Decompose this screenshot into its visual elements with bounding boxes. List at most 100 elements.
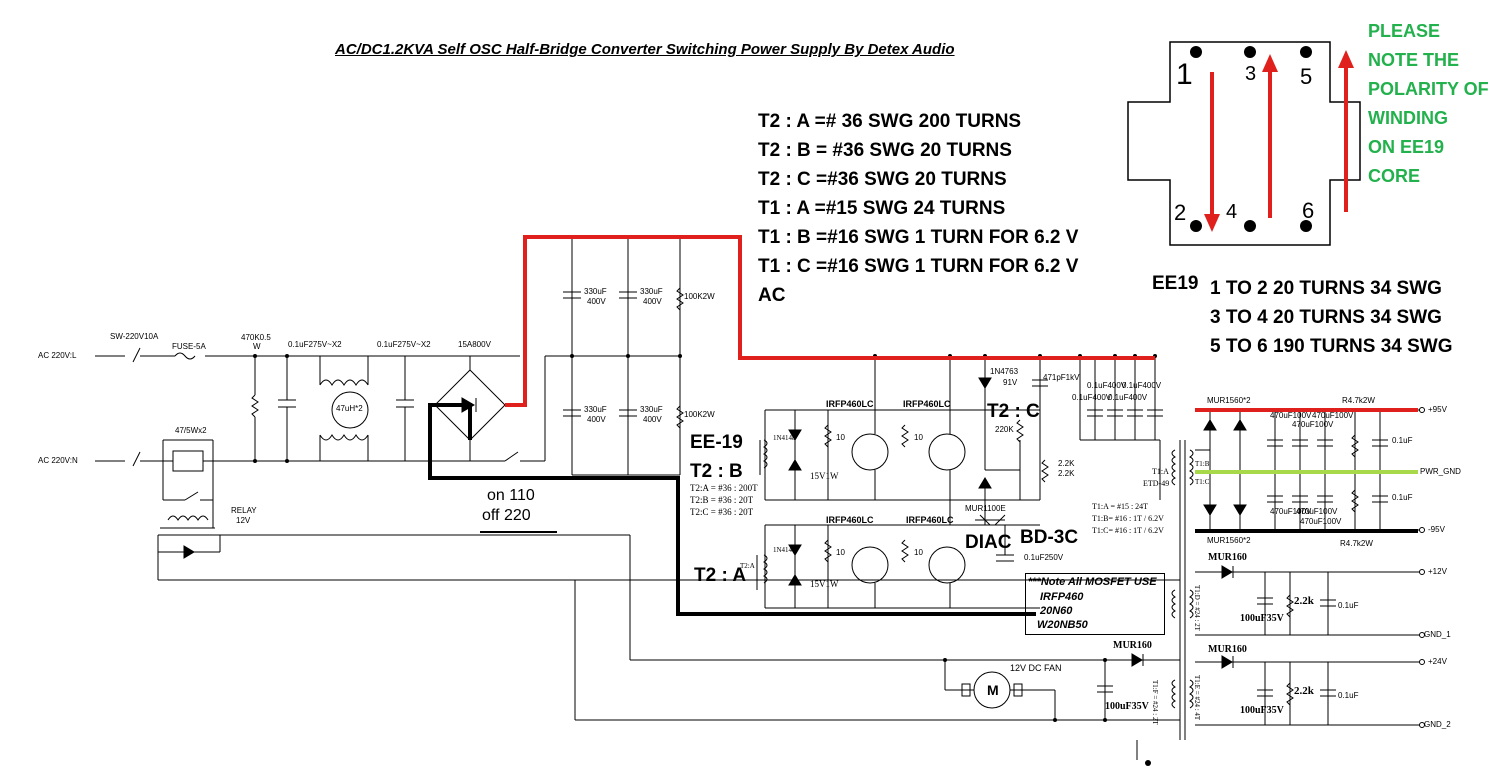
mosfet-label: IRFP460LC [906,515,954,525]
output-terminal-label: PWR_GND [1420,467,1461,476]
bulk-cap-label: 400V [643,297,662,306]
voltage-select-note: on 110 [487,487,535,504]
bleeder-label: R4.7k2W [1340,539,1373,548]
rectifier-label: MUR1560*2 [1207,396,1251,405]
output-cap-label: 0.1uF400V [1122,381,1162,390]
x-capacitor-label: 0.1uF275V~X2 [288,340,342,349]
core-pin-label: 5 [1300,64,1313,89]
ee19-winding-line: 1 TO 2 20 TURNS 34 SWG [1210,278,1442,299]
mosfet-note-line: W20NB50 [1037,619,1088,631]
fuse-label: FUSE-5A [172,342,206,351]
zener-label: 15V1W [810,579,839,589]
gate-resistor-label: 10 [836,548,845,557]
ac-line-label: AC 220V:L [38,351,77,360]
t1-core-label: ETD-49 [1143,479,1170,488]
gate-resistor-label: 10 [914,548,923,557]
ntc-label: 47/5Wx2 [175,426,207,435]
winding-spec-line: T2 : B = #36 SWG 20 TURNS [758,140,1012,161]
polarity-note: CORE [1368,166,1421,186]
winding-spec-line: T1 : B =#16 SWG 1 TURN FOR 6.2 V [758,227,1079,248]
hf-cap-label: 0.1uF [1392,436,1413,445]
mur1100-label: MUR1100E [965,504,1006,513]
bleeder-resistor-label: 470K0.5 [241,333,271,342]
diac-annotation: DIAC [965,532,1012,553]
bulk-resistor-label: 100K2W [684,410,715,419]
winding-spec-line: T1 : A =#15 SWG 24 TURNS [758,198,1006,219]
output-terminal-label: +95V [1428,405,1447,414]
relay-label: RELAY [231,506,257,515]
mosfet-label: IRFP460LC [903,399,951,409]
output-cap-label: 0.1uF400V [1072,393,1112,402]
t2a-annotation: T2 : A [694,565,747,586]
ee19-winding-line: 5 TO 6 190 TURNS 34 SWG [1210,336,1453,357]
t1-winding-note: T1:A = #15 : 24T [1092,502,1149,511]
winding-spec-line: T2 : A =# 36 SWG 200 TURNS [758,111,1022,132]
winding-spec-line: T2 : C =#36 SWG 20 TURNS [758,169,1007,190]
snubber-cap-label: 471pF1kV [1043,373,1080,382]
mosfet-label: IRFP460LC [826,515,874,525]
t2-winding-note: T2:B = #36 : 20T [690,495,754,505]
motor-symbol: M [987,682,999,698]
filter-cap-label: 470uF100V [1312,411,1354,420]
bulk-cap-label: 330uF [584,405,607,414]
polarity-note: WINDING [1368,108,1448,128]
bulk-cap-label: 400V [587,415,606,424]
winding-label: T1:B [1195,460,1210,468]
output-cap-label: 0.1uF400V [1108,393,1148,402]
mosfet-note-line: ***Note All MOSFET USE [1028,576,1157,588]
bridge-label: 15A800V [458,340,491,349]
polarity-note: ON EE19 [1368,137,1445,157]
fan-diode-label: MUR160 [1113,640,1152,651]
mosfet-label: IRFP460LC [826,399,874,409]
winding-spec-line: T1 : C =#16 SWG 1 TURN FOR 6.2 V [758,256,1079,277]
filter-cap-label: 470uF100V [1300,517,1342,526]
ac-neutral-label: AC 220V:N [38,456,78,465]
filter-cap-label: 470uF100V [1270,507,1312,516]
output-cap-label: 100uF35V [1240,705,1284,716]
t1-label: T1:A [1152,467,1169,476]
output-terminal-label: GND_1 [1424,630,1451,639]
core-pin-label: 2 [1174,200,1187,225]
t2-winding-note: T2:C = #36 : 20T [690,507,754,517]
winding-spec-line: AC [758,285,786,306]
ee19-annotation: EE-19 [690,432,743,453]
output-resistor-label: 2.2k [1294,685,1314,697]
startup-resistor-label: 220K [995,425,1014,434]
mosfet-note-line: 20N60 [1040,605,1073,617]
diagram-title: AC/DC1.2KVA Self OSC Half-Bridge Convert… [335,41,955,58]
t2c-annotation: T2 : C [987,401,1040,422]
aux-winding-label: T1:F = #24 : 2T [1151,680,1159,725]
bulk-cap-label: 400V [643,415,662,424]
zener-1n4763-label: 1N4763 [990,367,1019,376]
output-terminal-label: +12V [1428,567,1447,576]
diode-label: 1N4148 [773,434,796,442]
t1-winding-note: T1:B= #16 : 1T / 6.2V [1092,514,1164,523]
choke-label: 47uH*2 [336,404,363,413]
ee19-winding-line: 3 TO 4 20 TURNS 34 SWG [1210,307,1442,328]
gate-resistor-label: 10 [836,433,845,442]
output-cap-label: 100uF35V [1240,613,1284,624]
output-terminal-label: +24V [1428,657,1447,666]
voltage-select-note: off 220 [482,507,531,524]
output-hf-cap-label: 0.1uF [1338,691,1359,700]
bd3c-annotation: BD-3C [1020,527,1079,548]
polarity-note: NOTE THE [1368,50,1460,70]
core-pin-label: 6 [1302,198,1315,223]
winding-label: T1:C [1195,478,1210,486]
rectifier-label: MUR1560*2 [1207,536,1251,545]
gate-resistor-label: 10 [914,433,923,442]
filter-cap-label: 470uF100V [1270,411,1312,420]
output-resistor-label: 2.2k [1294,595,1314,607]
bulk-cap-label: 330uF [640,405,663,414]
diode-label: 1N4148 [773,546,796,554]
aux-winding-label: T1:D = #24 : 2T [1193,585,1201,631]
filter-cap-label: 470uF100V [1292,420,1334,429]
relay-label: 12V [236,516,251,525]
bleeder-resistor-label: W [253,342,261,351]
output-cap-label: 0.1uF400V [1087,381,1127,390]
t2-pin-label: T2:A [740,562,755,570]
bulk-cap-label: 330uF [640,287,663,296]
filter-cap-label: 470uF100V [1296,507,1338,516]
bleeder-label: R4.7k2W [1342,396,1375,405]
output-terminal-label: -95V [1428,525,1445,534]
